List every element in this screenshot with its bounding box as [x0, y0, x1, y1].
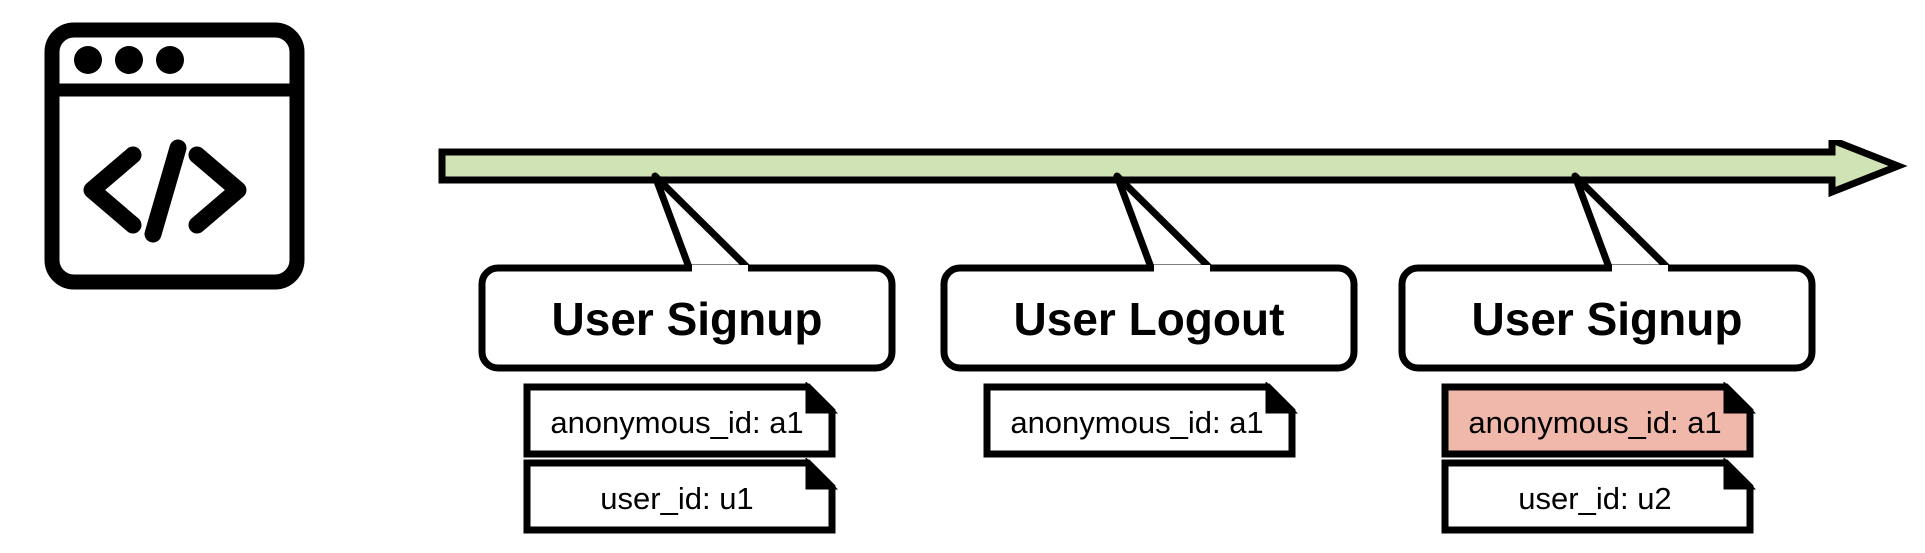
event-1-notch-mask: [692, 265, 748, 273]
timeline-arrow: [438, 140, 1908, 198]
event-group-1: User Signup: [478, 172, 896, 372]
note-3-anonymous-id-shape: [1441, 383, 1754, 458]
note-2-anonymous-id-text: anonymous_id: a1: [1010, 405, 1263, 440]
window-dot-1-icon: [74, 46, 102, 74]
note-3-user-id-fold-icon: [1723, 458, 1757, 490]
event-2-label: User Logout: [1014, 293, 1285, 345]
code-window-icon: [44, 22, 305, 290]
note-1-user-id-fold-icon: [805, 458, 839, 490]
note-1-anonymous-id-shape: [523, 383, 836, 458]
event-3-notch-mask: [1612, 265, 1668, 273]
window-dot-2-icon: [115, 46, 143, 74]
event-1-box[interactable]: [478, 264, 896, 372]
note-3-user-id-text: user_id: u2: [1518, 481, 1671, 516]
event-group-2: User Logout: [940, 172, 1358, 372]
note-1-user-id-shape: [523, 459, 836, 534]
timeline-arrow-shape: [438, 140, 1908, 198]
event-3-box[interactable]: [1398, 264, 1816, 372]
note-1-user-id[interactable]: user_id: u1: [522, 458, 852, 538]
event-1-label: User Signup: [552, 293, 823, 345]
note-3-anonymous-id[interactable]: anonymous_id: a1: [1440, 382, 1770, 462]
event-group-3: User Signup: [1398, 172, 1816, 372]
note-1-user-id-text: user_id: u1: [600, 481, 753, 516]
note-2-anonymous-id-fold-icon: [1265, 382, 1299, 414]
event-1-leader-lines: [651, 172, 753, 274]
note-2-anonymous-id-shape: [983, 383, 1296, 458]
note-3-user-id-shape: [1441, 459, 1754, 534]
window-dot-3-icon: [156, 46, 184, 74]
note-3-anonymous-id-fold-icon: [1723, 382, 1757, 414]
angle-bracket-left-icon: [83, 146, 142, 234]
note-3-anonymous-id-text: anonymous_id: a1: [1468, 405, 1721, 440]
event-2-leader-lines: [1113, 172, 1215, 274]
note-3-user-id[interactable]: user_id: u2: [1440, 458, 1770, 538]
event-2-notch-mask: [1154, 265, 1210, 273]
event-3-leader-lines: [1571, 172, 1673, 274]
note-2-anonymous-id[interactable]: anonymous_id: a1: [982, 382, 1312, 462]
note-1-anonymous-id-fold-icon: [805, 382, 839, 414]
note-1-anonymous-id[interactable]: anonymous_id: a1: [522, 382, 852, 462]
angle-bracket-right-icon: [188, 146, 247, 234]
event-2-box[interactable]: [940, 264, 1358, 372]
event-3-label: User Signup: [1472, 293, 1743, 345]
slash-icon: [144, 139, 187, 243]
note-1-anonymous-id-text: anonymous_id: a1: [550, 405, 803, 440]
